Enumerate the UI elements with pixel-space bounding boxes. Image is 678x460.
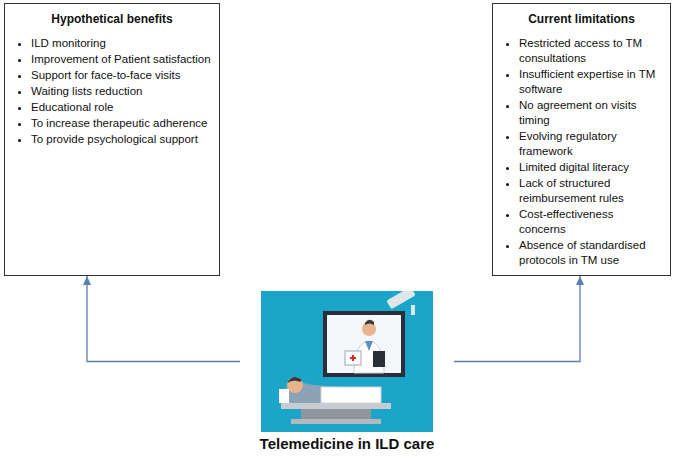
bullet-item: Limited digital literacy bbox=[519, 160, 662, 175]
connector-arrow bbox=[83, 276, 240, 362]
bullet-item: Support for face-to-face visits bbox=[31, 68, 211, 83]
telemedicine-illustration bbox=[261, 291, 433, 432]
list-box: Current limitationsRestricted access to … bbox=[492, 3, 671, 276]
list-box: Hypothetical benefitsILD monitoringImpro… bbox=[4, 3, 220, 276]
bullet-item: Evolving regulatory framework bbox=[519, 129, 662, 159]
caption-text: Telemedicine in ILD care bbox=[240, 435, 454, 452]
bullet-item: Lack of structured reimbursement rules bbox=[519, 176, 662, 206]
bullet-item: To increase therapeutic adherence bbox=[31, 116, 211, 131]
connector-arrow bbox=[454, 276, 584, 362]
bullet-item: Educational role bbox=[31, 100, 211, 115]
bullet-item: Waiting lists reduction bbox=[31, 84, 211, 99]
bullet-item: No agreement on visits timing bbox=[519, 98, 662, 128]
bullet-item: Restricted access to TM consultations bbox=[519, 36, 662, 66]
illustration-node: Telemedicine in ILD care bbox=[240, 291, 454, 452]
bullet-item: Absence of standardised protocols in TM … bbox=[519, 238, 662, 268]
bullet-list: Restricted access to TM consultationsIns… bbox=[493, 36, 670, 268]
bullet-list: ILD monitoringImprovement of Patient sat… bbox=[5, 36, 219, 147]
bullet-item: Improvement of Patient satisfaction bbox=[31, 52, 211, 67]
bullet-item: Cost-effectiveness concerns bbox=[519, 207, 662, 237]
bullet-item: ILD monitoring bbox=[31, 36, 211, 51]
box-heading: Hypothetical benefits bbox=[5, 4, 219, 26]
bullet-item: Insufficient expertise in TM software bbox=[519, 67, 662, 97]
box-heading: Current limitations bbox=[493, 4, 670, 26]
bullet-item: To provide psychological support bbox=[31, 132, 211, 147]
